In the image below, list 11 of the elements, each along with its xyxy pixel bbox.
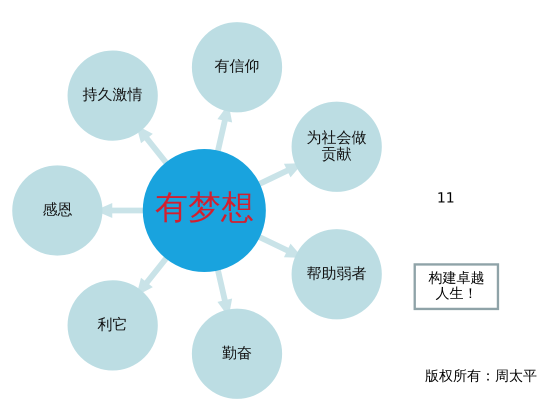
label: 11 bbox=[436, 190, 455, 206]
node-circle: 为社会做贡献 bbox=[292, 101, 382, 192]
node-box: 构建卓越人生！ bbox=[414, 262, 500, 310]
node-circle: 有信仰 bbox=[192, 22, 282, 112]
node-circle: 持久激情 bbox=[68, 50, 158, 140]
node-circle: 帮助弱者 bbox=[292, 228, 382, 319]
node-circle: 勤奋 bbox=[192, 308, 282, 398]
label: 版权所有：周太平 bbox=[424, 368, 537, 384]
node-circle: 利它 bbox=[68, 280, 158, 370]
node-circle: 感恩 bbox=[12, 164, 102, 256]
node-circle: 有梦想 bbox=[142, 148, 266, 272]
